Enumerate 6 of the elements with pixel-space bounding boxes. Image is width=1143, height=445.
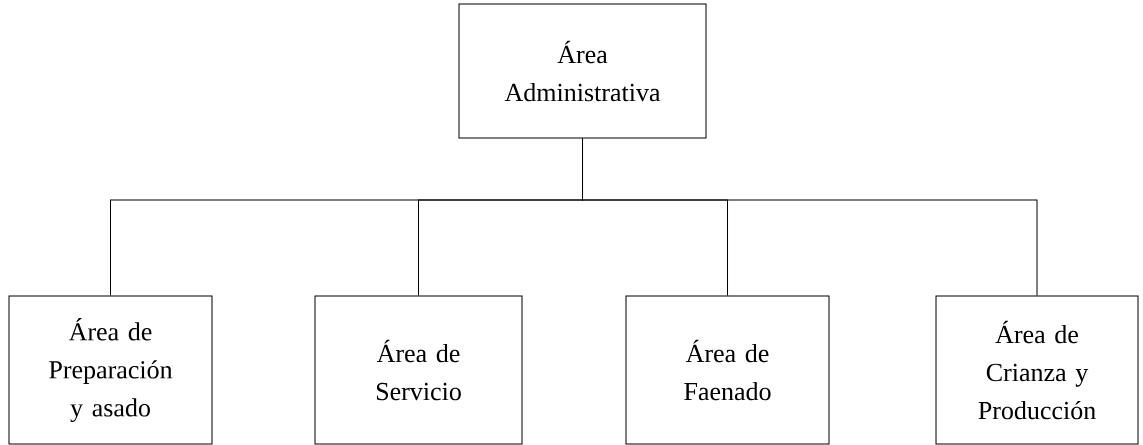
org-box: Área de Preparación y asado bbox=[8, 295, 213, 445]
org-box: Área de Servicio bbox=[314, 295, 523, 445]
org-box: Área de Crianza y Producción bbox=[935, 295, 1139, 445]
connector-line bbox=[582, 138, 1038, 296]
org-box: Área Administrativa bbox=[458, 3, 707, 139]
org-box: Área de Faenado bbox=[625, 295, 830, 445]
